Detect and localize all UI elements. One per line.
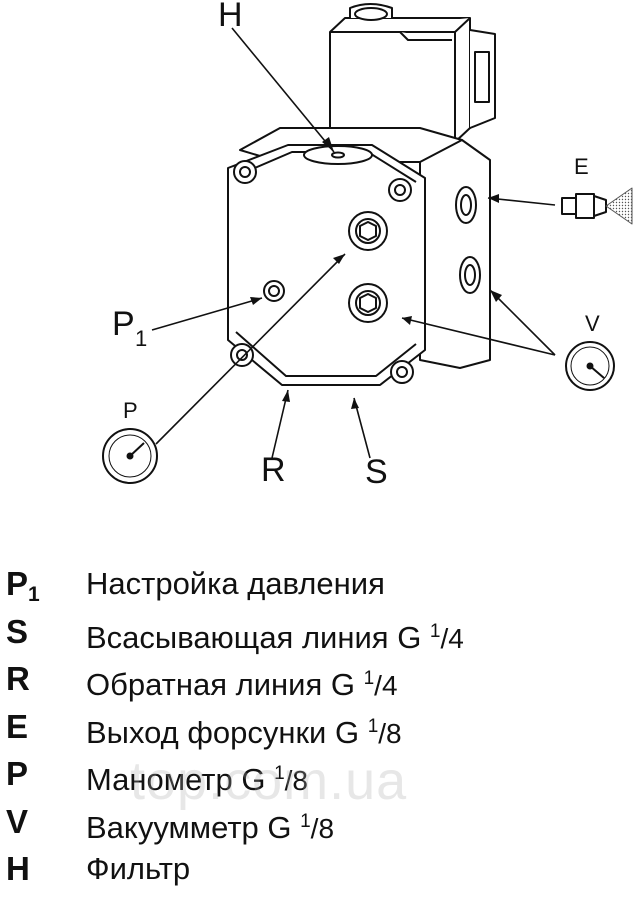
legend-text: Выход форсунки G 1/8: [86, 714, 402, 750]
legend-code: E: [6, 707, 29, 745]
port-p1-adjust: [263, 280, 285, 302]
legend: P1 Настройка давления S Всасывающая лини…: [0, 560, 640, 893]
legend-code: P1: [6, 565, 40, 606]
label-s: S: [365, 453, 388, 491]
label-h: H: [218, 0, 243, 34]
legend-code: R: [6, 660, 30, 697]
pump-side-face: [419, 139, 491, 369]
legend-row-s: S Всасывающая линия G 1/4: [0, 608, 640, 656]
label-p: P: [123, 398, 138, 423]
pump-diagram: H E V P 1 P R S: [102, 0, 633, 491]
label-r: R: [261, 451, 286, 489]
legend-text: Фильтр: [86, 851, 191, 886]
nozzle-icon: [561, 187, 633, 225]
label-e: E: [574, 154, 589, 179]
legend-row-v: V Вакуумметр G 1/8: [0, 798, 640, 846]
legend-text: Обратная линия G 1/4: [86, 667, 398, 702]
legend-text: Всасывающая линия G 1/4: [86, 619, 464, 655]
legend-code: H: [6, 850, 30, 887]
pressure-gauge-icon: [102, 428, 158, 484]
solenoid-coil: [329, 3, 496, 143]
legend-code: V: [6, 802, 29, 840]
legend-text: Вакуумметр G 1/8: [86, 809, 335, 845]
legend-text: Настройка давления: [86, 566, 385, 601]
legend-code: P: [6, 755, 29, 792]
port-s-lower: [348, 283, 388, 323]
legend-row-p1: P1 Настройка давления: [0, 560, 640, 608]
label-v: V: [585, 311, 600, 336]
legend-row-r: R Обратная линия G 1/4: [0, 655, 640, 703]
filter-cap: [303, 145, 373, 165]
legend-code: S: [6, 612, 29, 650]
legend-row-e: E Выход форсунки G 1/8: [0, 703, 640, 751]
label-p1: P: [112, 305, 135, 343]
vacuum-gauge-icon: [565, 341, 615, 391]
corner-bolts: [230, 160, 414, 384]
legend-row-p: P Манометр G 1/8: [0, 750, 640, 798]
arrow-heads: [250, 137, 502, 409]
label-p1-sub: 1: [135, 326, 147, 351]
legend-text: Манометр G 1/8: [86, 762, 309, 797]
port-s-upper: [348, 211, 388, 251]
legend-row-h: H Фильтр: [0, 845, 640, 893]
